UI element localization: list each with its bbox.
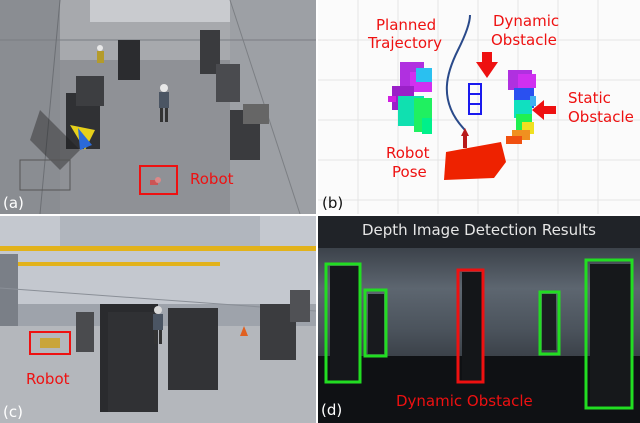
planned-trajectory-label-2: Trajectory bbox=[368, 34, 443, 52]
robot-pose-label-1: Robot bbox=[386, 144, 430, 162]
robot-pose-region bbox=[444, 142, 506, 180]
panel-c-robot-label: Robot bbox=[26, 370, 70, 388]
left-static-obstacle bbox=[388, 62, 432, 134]
robot-pose-label-2: Pose bbox=[392, 163, 427, 181]
static-detection-box-4 bbox=[584, 258, 634, 410]
panel-a-robot-label: Robot bbox=[190, 170, 234, 188]
panel-a-tag: (a) bbox=[3, 194, 24, 212]
overhead-scene bbox=[0, 0, 316, 214]
panel-a-overhead-view: Robot (a) bbox=[0, 0, 316, 214]
panel-c-ground-view: Robot (c) bbox=[0, 216, 316, 423]
dynamic-obstacle-label-2: Obstacle bbox=[491, 31, 557, 49]
ground-scene bbox=[0, 216, 316, 423]
dynamic-obstacle-arrow bbox=[476, 52, 498, 78]
right-static-obstacle bbox=[506, 70, 536, 144]
occupancy-map bbox=[318, 0, 640, 214]
planned-trajectory-label-1: Planned bbox=[376, 16, 437, 34]
panel-b-map-visualization: Planned Trajectory Dynamic Obstacle Stat… bbox=[318, 0, 640, 214]
panel-d-dynamic-obstacle-label: Dynamic Obstacle bbox=[396, 392, 533, 410]
static-detection-box-1 bbox=[324, 262, 362, 384]
panel-b-tag: (b) bbox=[322, 194, 344, 212]
panel-d-tag: (d) bbox=[321, 401, 343, 419]
panel-a-robot-box bbox=[139, 165, 178, 195]
depth-image bbox=[318, 216, 640, 423]
static-obstacle-label-2: Obstacle bbox=[568, 108, 634, 126]
static-obstacle-arrow bbox=[532, 100, 556, 120]
dynamic-obstacle-marker bbox=[468, 83, 482, 115]
panel-c-tag: (c) bbox=[3, 403, 23, 421]
panel-d-title: Depth Image Detection Results bbox=[361, 221, 596, 239]
panel-c-robot-box bbox=[29, 331, 71, 355]
static-obstacle-label-1: Static bbox=[568, 89, 611, 107]
dynamic-obstacle-label-1: Dynamic bbox=[493, 12, 560, 30]
panel-d-depth-detection: Depth Image Detection Results Dynamic Ob… bbox=[318, 216, 640, 423]
dynamic-detection-box bbox=[456, 268, 485, 384]
planned-trajectory-curve bbox=[445, 14, 471, 131]
static-detection-box-2 bbox=[363, 288, 388, 358]
static-detection-box-3 bbox=[538, 290, 561, 356]
